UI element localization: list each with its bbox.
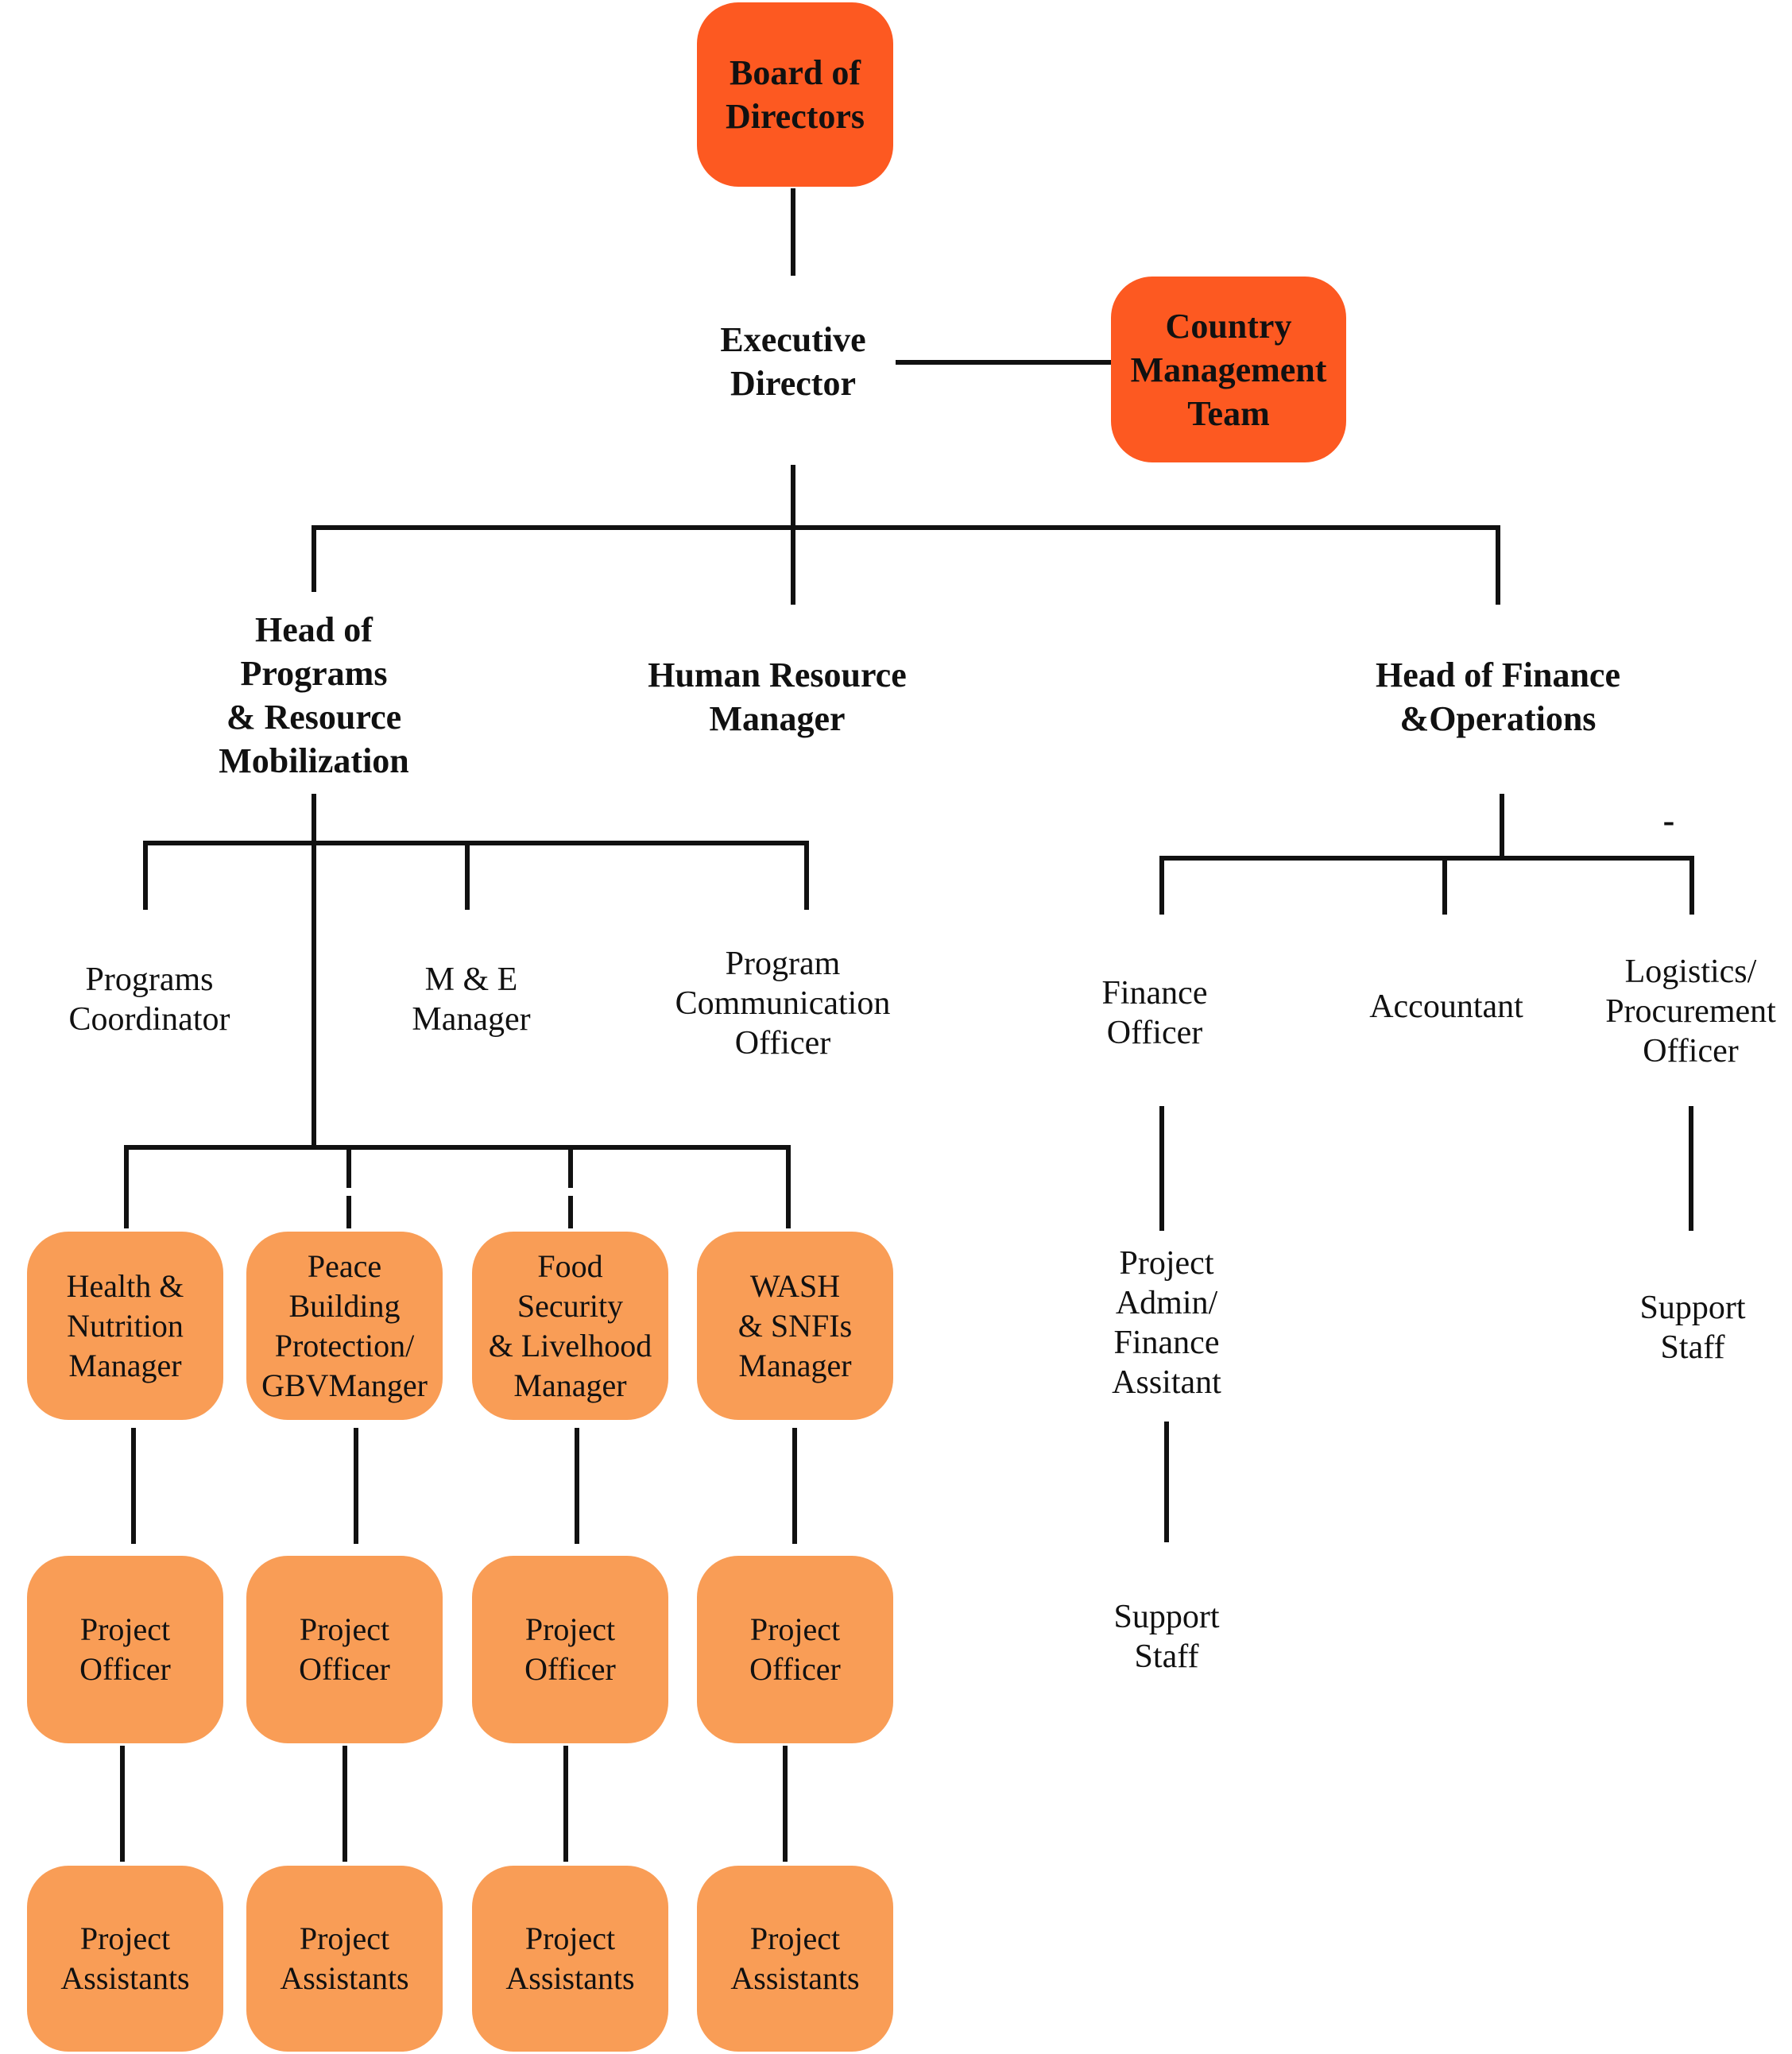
project-officer-label-2: Project Officer xyxy=(299,1611,390,1687)
finance-support-staff-label: Support Staff xyxy=(1113,1599,1220,1675)
food-security-manager-label: Food Security & Livelhood Manager xyxy=(488,1247,652,1403)
peace-building-manager-box: Peace Building Protection/ GBVManger xyxy=(246,1232,443,1420)
wash-snfis-manager-label: WASH & SNFIs Manager xyxy=(737,1267,853,1383)
wash-snfis-manager-box: WASH & SNFIs Manager xyxy=(697,1232,893,1420)
country-management-team-label: Country Management Team xyxy=(1130,306,1327,433)
me-manager-label: M & E Manager xyxy=(412,961,531,1038)
food-security-manager-box: Food Security & Livelhood Manager xyxy=(472,1232,668,1420)
dash-mark: - xyxy=(1662,801,1675,840)
health-nutrition-manager-label: Health & Nutrition Manager xyxy=(66,1267,184,1383)
executive-director-label: Executive Director xyxy=(720,320,866,403)
accountant-label: Accountant xyxy=(1369,988,1523,1025)
head-of-finance-label: Head of Finance &Operations xyxy=(1376,656,1620,738)
project-assistants-box-4: Project Assistants xyxy=(697,1866,893,2052)
project-assistants-label-1: Project Assistants xyxy=(60,1921,190,1996)
finance-officer-label: Finance Officer xyxy=(1101,975,1208,1051)
project-officer-box-1: Project Officer xyxy=(27,1556,223,1743)
project-officer-label-3: Project Officer xyxy=(524,1611,616,1687)
project-officer-box-2: Project Officer xyxy=(246,1556,443,1743)
project-assistants-box-2: Project Assistants xyxy=(246,1866,443,2052)
project-admin-finance-assistant-label: Project Admin/ Finance Assitant xyxy=(1112,1245,1221,1401)
project-officer-box-4: Project Officer xyxy=(697,1556,893,1743)
hr-manager-label: Human Resource Manager xyxy=(648,656,907,738)
project-officer-label-4: Project Officer xyxy=(749,1611,841,1687)
logistics-procurement-officer-label: Logistics/ Procurement Officer xyxy=(1605,954,1776,1070)
country-management-team-box: Country Management Team xyxy=(1111,277,1346,462)
head-of-programs-label: Head of Programs & Resource Mobilization xyxy=(219,610,409,780)
project-assistants-box-3: Project Assistants xyxy=(472,1866,668,2052)
board-of-directors-box: Board of Directors xyxy=(697,2,893,187)
project-assistants-label-3: Project Assistants xyxy=(505,1921,635,1996)
logistics-support-staff-label: Support Staff xyxy=(1639,1290,1746,1366)
project-officer-box-3: Project Officer xyxy=(472,1556,668,1743)
programs-coordinator-label: Programs Coordinator xyxy=(68,961,230,1038)
project-assistants-label-4: Project Assistants xyxy=(730,1921,860,1996)
project-assistants-label-2: Project Assistants xyxy=(280,1921,409,1996)
program-communication-officer-label: Program Communication Officer xyxy=(675,946,891,1062)
board-of-directors-label: Board of Directors xyxy=(725,53,865,136)
project-officer-label-1: Project Officer xyxy=(79,1611,171,1687)
project-assistants-box-1: Project Assistants xyxy=(27,1866,223,2052)
peace-building-manager-label: Peace Building Protection/ GBVManger xyxy=(261,1247,428,1403)
health-nutrition-manager-box: Health & Nutrition Manager xyxy=(27,1232,223,1420)
